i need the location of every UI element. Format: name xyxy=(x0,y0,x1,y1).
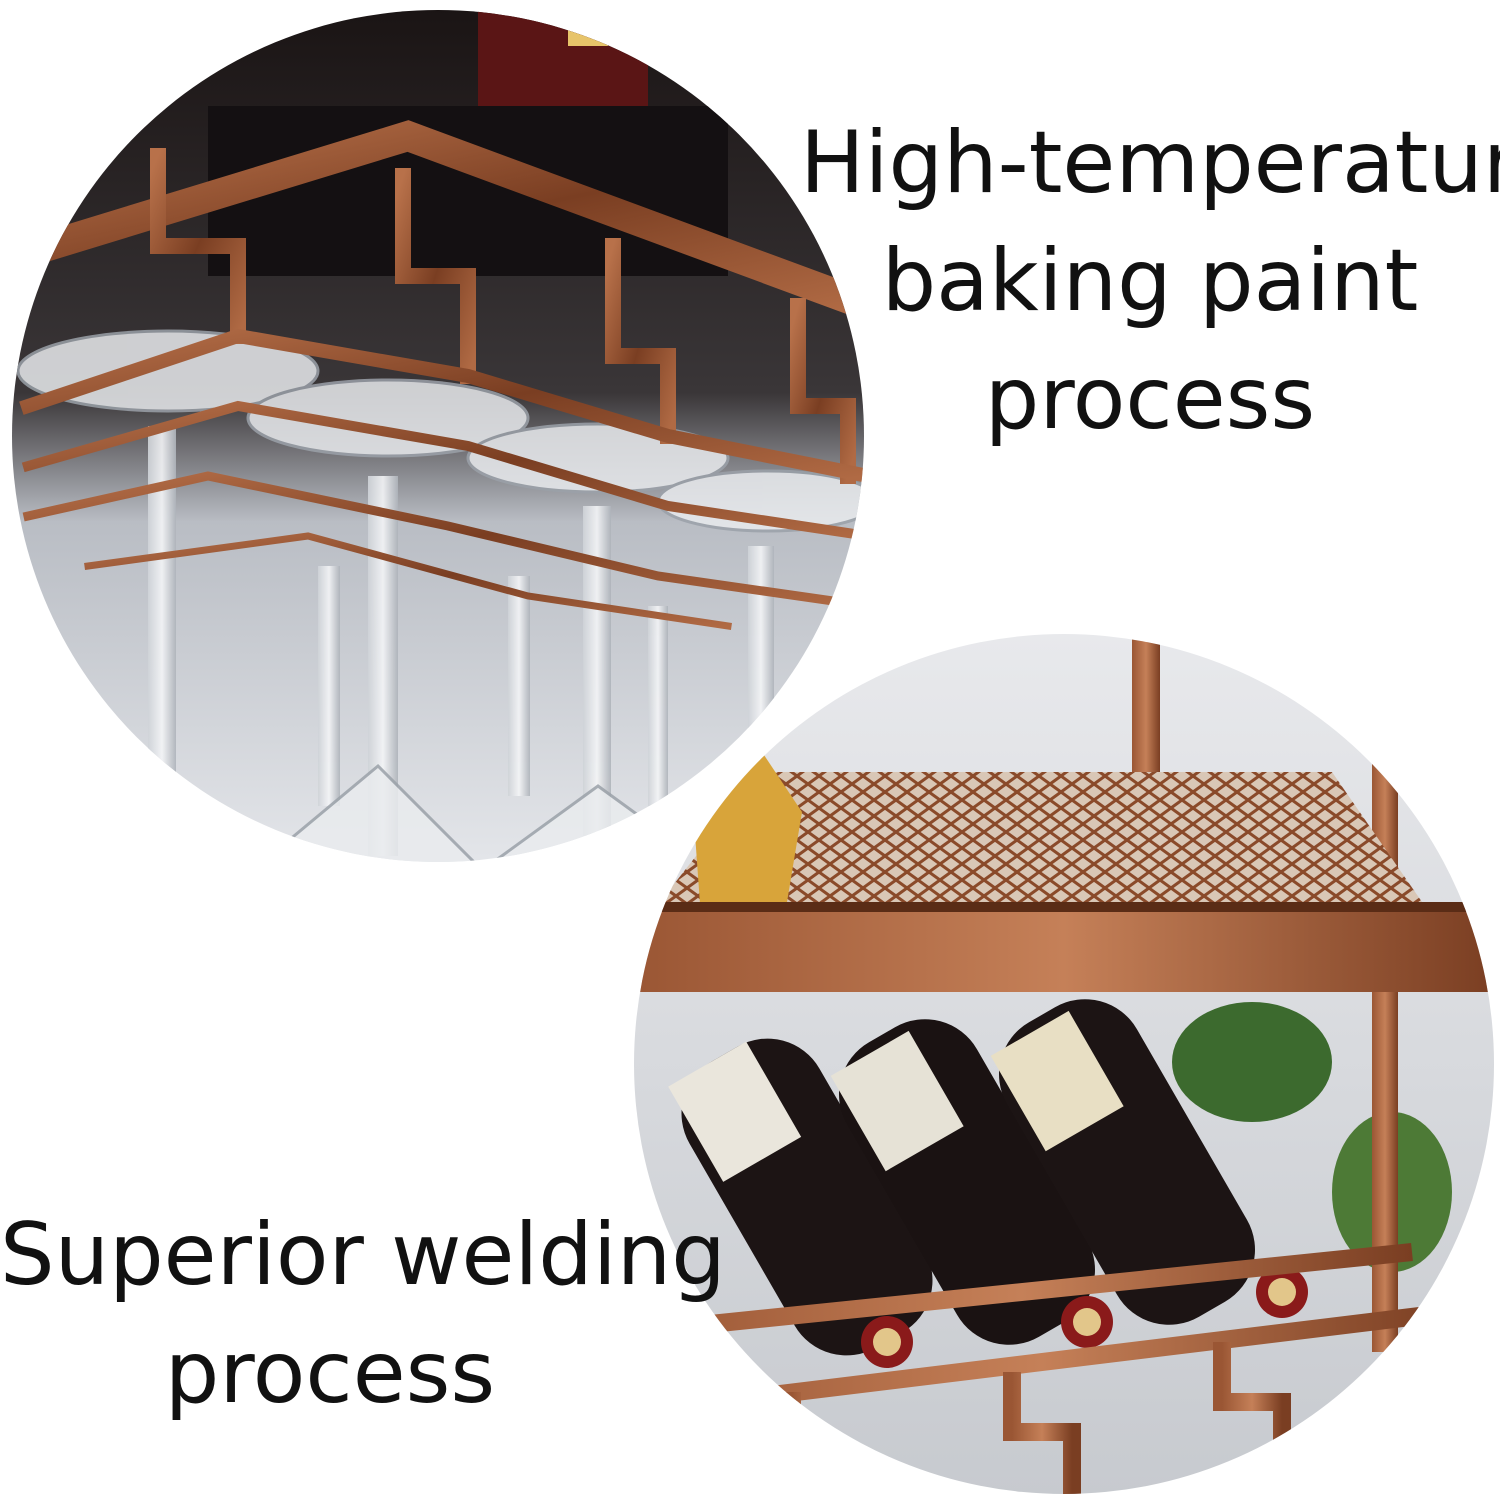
caption-line: High-temperature xyxy=(800,113,1500,213)
caption-line: process xyxy=(164,1323,496,1423)
bottle-rack-photo xyxy=(634,634,1494,1494)
caption-line: baking paint xyxy=(881,231,1419,331)
caption-line: process xyxy=(984,349,1316,449)
welding-caption: Superior welding process xyxy=(0,1196,726,1432)
caption-line: Superior welding xyxy=(0,1205,726,1305)
baking-paint-caption: High-temperature baking paint process xyxy=(800,104,1500,458)
